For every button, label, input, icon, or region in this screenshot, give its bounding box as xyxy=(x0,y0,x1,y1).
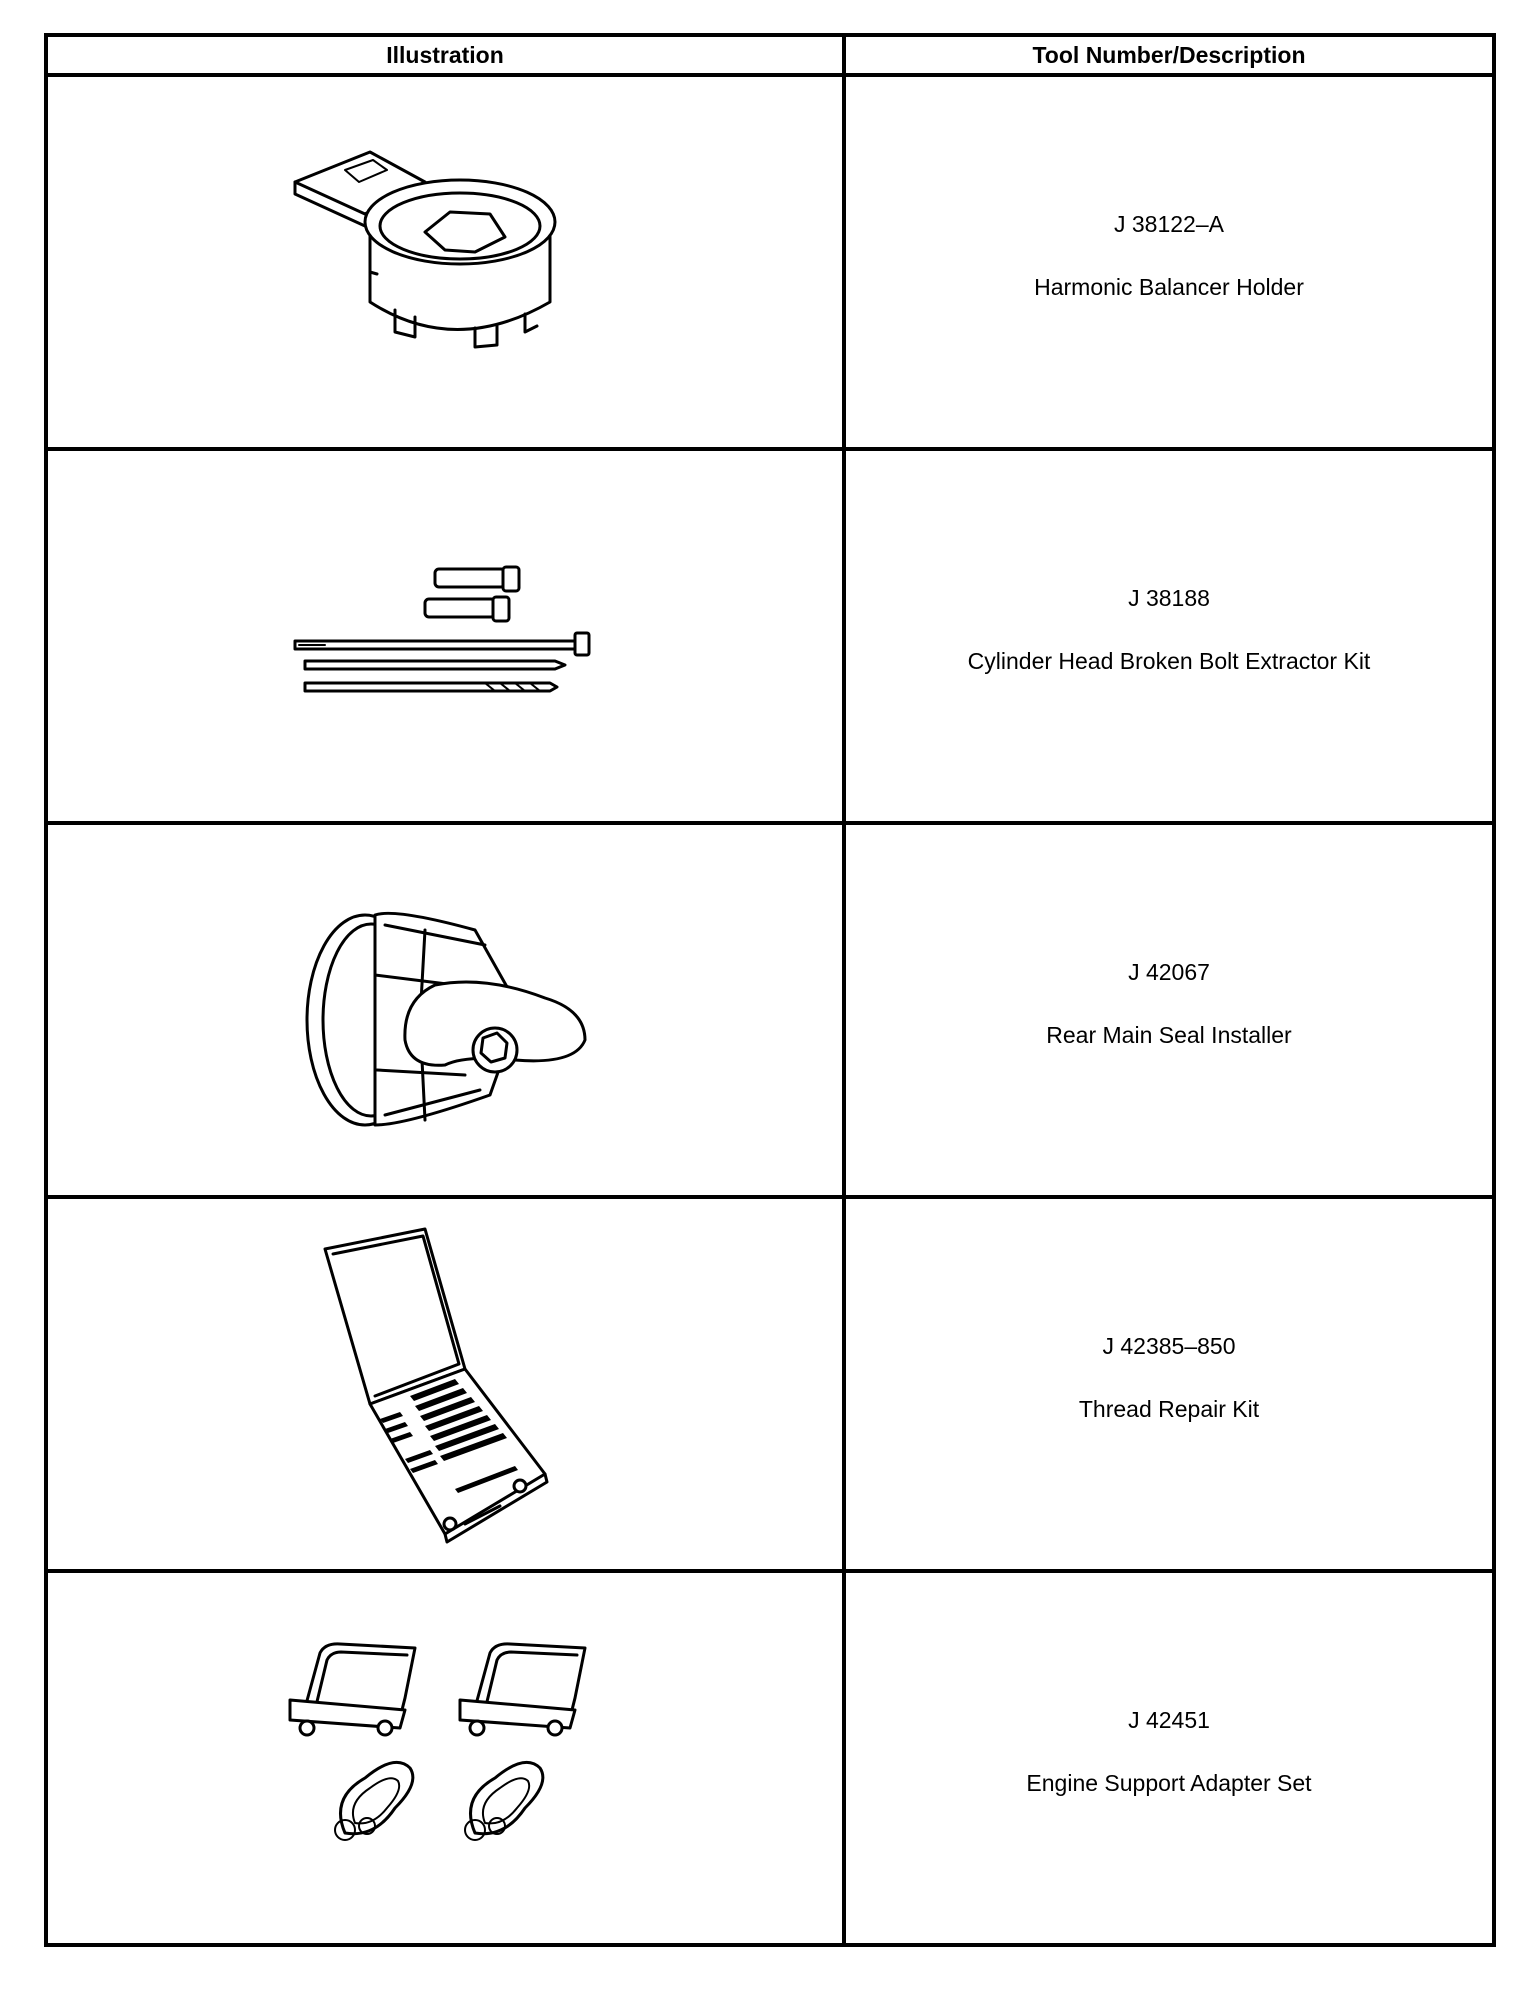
illustration-cell xyxy=(44,1195,846,1573)
tool-description-cell: J 42385–850 Thread Repair Kit xyxy=(842,1195,1496,1573)
harmonic-balancer-holder-icon xyxy=(293,150,557,349)
thread-repair-kit-icon xyxy=(323,1227,549,1544)
tool-description: Rear Main Seal Installer xyxy=(1046,1022,1292,1048)
rear-main-seal-installer-icon xyxy=(305,911,587,1127)
header-tool-number-description: Tool Number/Description xyxy=(842,33,1496,77)
illustration-cell xyxy=(44,447,846,825)
header-illustration: Illustration xyxy=(44,33,846,77)
table-row: J 38122–A Harmonic Balancer Holder xyxy=(44,73,1496,451)
table-row: J 42451 Engine Support Adapter Set xyxy=(44,1569,1496,1947)
tool-description-cell: J 38188 Cylinder Head Broken Bolt Extrac… xyxy=(842,447,1496,825)
tool-number: J 42451 xyxy=(1128,1707,1210,1733)
table-row: J 42385–850 Thread Repair Kit xyxy=(44,1195,1496,1573)
tool-description-cell: J 42451 Engine Support Adapter Set xyxy=(842,1569,1496,1947)
table-row: J 42067 Rear Main Seal Installer xyxy=(44,821,1496,1199)
bolt-extractor-kit-icon xyxy=(293,565,591,693)
tool-table: Illustration Tool Number/Description xyxy=(44,33,1496,1947)
table-row: J 38188 Cylinder Head Broken Bolt Extrac… xyxy=(44,447,1496,825)
illustration-cell xyxy=(44,73,846,451)
tool-description-cell: J 42067 Rear Main Seal Installer xyxy=(842,821,1496,1199)
table-header-row: Illustration Tool Number/Description xyxy=(44,33,1496,77)
tool-description: Harmonic Balancer Holder xyxy=(1034,274,1304,300)
tool-number: J 42067 xyxy=(1128,959,1210,985)
tool-description: Cylinder Head Broken Bolt Extractor Kit xyxy=(967,648,1371,674)
tool-description: Engine Support Adapter Set xyxy=(1026,1770,1312,1796)
tool-description: Thread Repair Kit xyxy=(1078,1396,1260,1422)
tool-description-cell: J 38122–A Harmonic Balancer Holder xyxy=(842,73,1496,451)
engine-support-adapter-set-icon xyxy=(288,1642,587,1841)
illustration-cell xyxy=(44,1569,846,1947)
tool-number: J 38122–A xyxy=(1114,211,1224,237)
tool-number: J 38188 xyxy=(1128,585,1210,611)
illustration-cell xyxy=(44,821,846,1199)
tool-number: J 42385–850 xyxy=(1102,1333,1236,1359)
